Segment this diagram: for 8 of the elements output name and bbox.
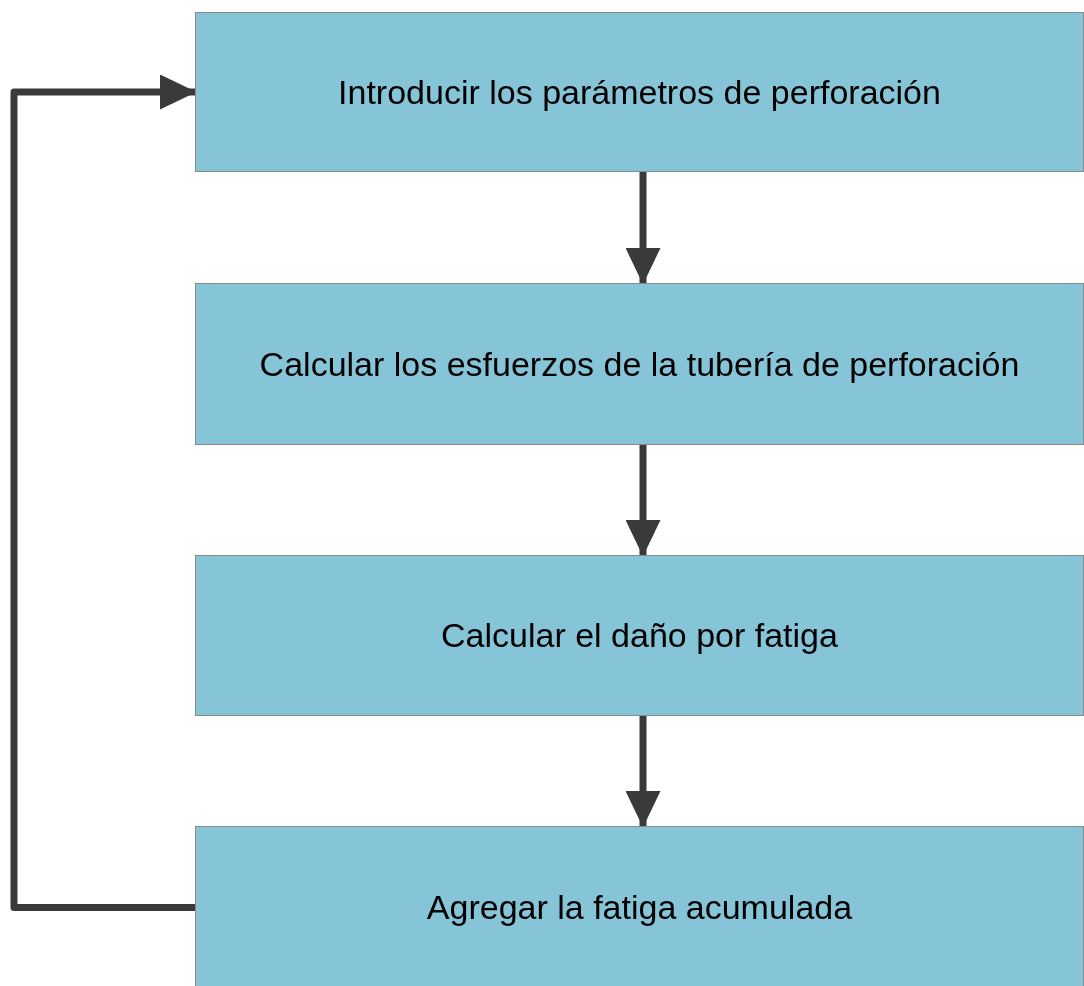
step-text: Introducir los parámetros de perforación (337, 71, 942, 113)
process-box (195, 826, 1084, 986)
process-box (195, 283, 1084, 445)
step-text: Calcular el daño por fatiga (440, 615, 839, 657)
step-text: Calcular los esfuerzos de la tubería de perforación (258, 343, 1021, 385)
step-text: Agregar la fatiga acumulada (425, 886, 854, 928)
process-box (195, 555, 1084, 716)
process-box (195, 12, 1084, 172)
